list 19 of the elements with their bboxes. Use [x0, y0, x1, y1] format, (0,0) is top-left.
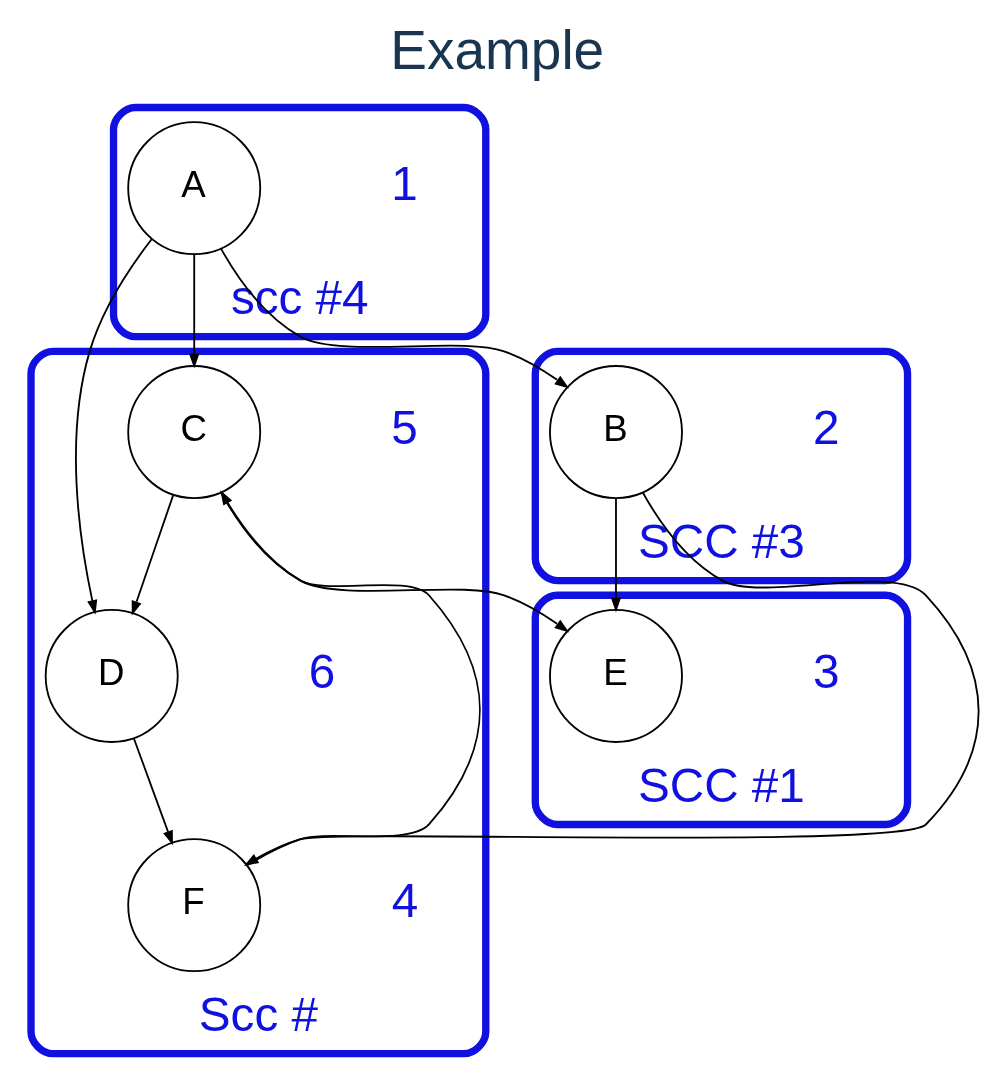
arrow: [610, 497, 621, 613]
node-label: 5: [390, 400, 418, 454]
diagram-title: Example: [389, 18, 604, 81]
node-circle: A: [126, 121, 261, 256]
node-circle: D: [44, 609, 179, 743]
node-circle: B: [548, 365, 683, 499]
arrow: [74, 238, 152, 615]
node-label: 6: [308, 644, 335, 698]
node-label: 4: [391, 873, 418, 927]
node-label: 1: [390, 156, 418, 210]
arrow: [131, 494, 174, 616]
arrow: [219, 247, 569, 389]
arrow: [219, 491, 569, 633]
arrow: [188, 253, 199, 369]
node-circle: C: [126, 365, 261, 499]
node-circle: E: [548, 609, 683, 743]
node-label: 2: [812, 400, 840, 454]
node-label: 3: [812, 644, 840, 698]
arrow: [132, 737, 173, 846]
